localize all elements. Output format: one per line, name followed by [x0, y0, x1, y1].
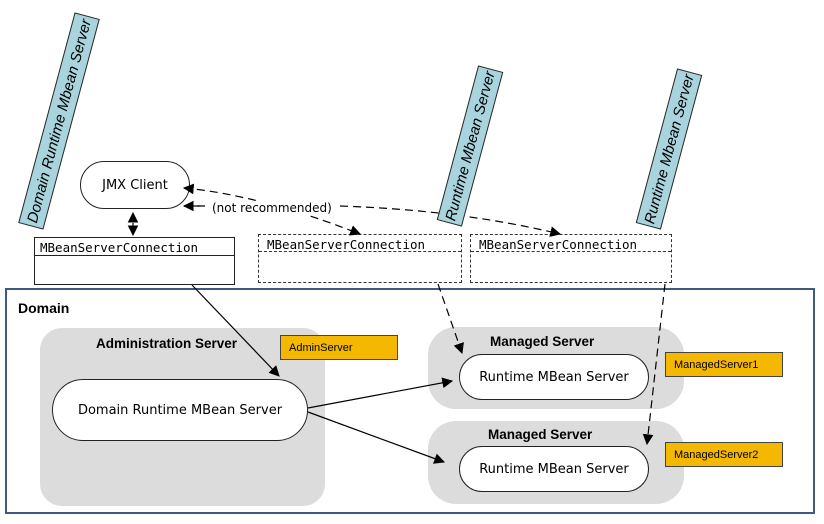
managed-server-1-runtime-mbean-server: Runtime MBean Server — [459, 354, 649, 400]
domain-runtime-to-managed-1 — [307, 377, 454, 409]
domain-frame — [5, 288, 815, 514]
mbean-server-connection-2-label: MBeanServerConnection — [267, 237, 426, 252]
connection-2-to-runtime-1 — [437, 283, 464, 355]
admin-server-name-badge: AdminServer — [280, 335, 398, 360]
managed-server-1-name-badge: ManagedServer1 — [665, 352, 783, 377]
mbean-server-connection-3-divider — [471, 251, 671, 252]
connection-3-to-runtime-2 — [642, 283, 666, 446]
domain-runtime-mbean-server: Domain Runtime MBean Server — [52, 379, 308, 441]
runtime-mbean-server-2-label: Runtime MBean Server — [479, 461, 629, 477]
jmx-client-label: JMX Client — [102, 177, 168, 193]
mbean-server-connection-1-divider — [35, 255, 234, 256]
admin-server-header: Administration Server — [96, 336, 238, 351]
mbean-server-connection-1: MBeanServerConnection — [34, 237, 235, 285]
domain-runtime-mbean-server-label: Domain Runtime MBean Server — [77, 402, 283, 418]
managed-server-1-header: Managed Server — [490, 334, 595, 349]
managed-server-2-name-badge: ManagedServer2 — [665, 442, 783, 467]
managed-server-2-runtime-mbean-server: Runtime MBean Server — [459, 446, 649, 492]
domain-runtime-to-managed-2 — [307, 411, 446, 464]
managed-server-1-name: ManagedServer1 — [674, 358, 759, 371]
admin-server-name: AdminServer — [289, 341, 353, 354]
managed-server-2-name: ManagedServer2 — [674, 448, 759, 461]
runtime-mbean-server-1-label: Runtime MBean Server — [479, 369, 629, 385]
connection-1-to-domain-runtime — [191, 284, 280, 377]
domain-label: Domain — [18, 300, 70, 316]
managed-server-2-header: Managed Server — [488, 427, 593, 442]
mbean-server-connection-1-label: MBeanServerConnection — [40, 240, 199, 255]
not-recommended-label: (not recommended) — [210, 201, 334, 215]
mbean-server-connection-2-divider — [259, 251, 461, 252]
jmx-client: JMX Client — [80, 161, 190, 209]
